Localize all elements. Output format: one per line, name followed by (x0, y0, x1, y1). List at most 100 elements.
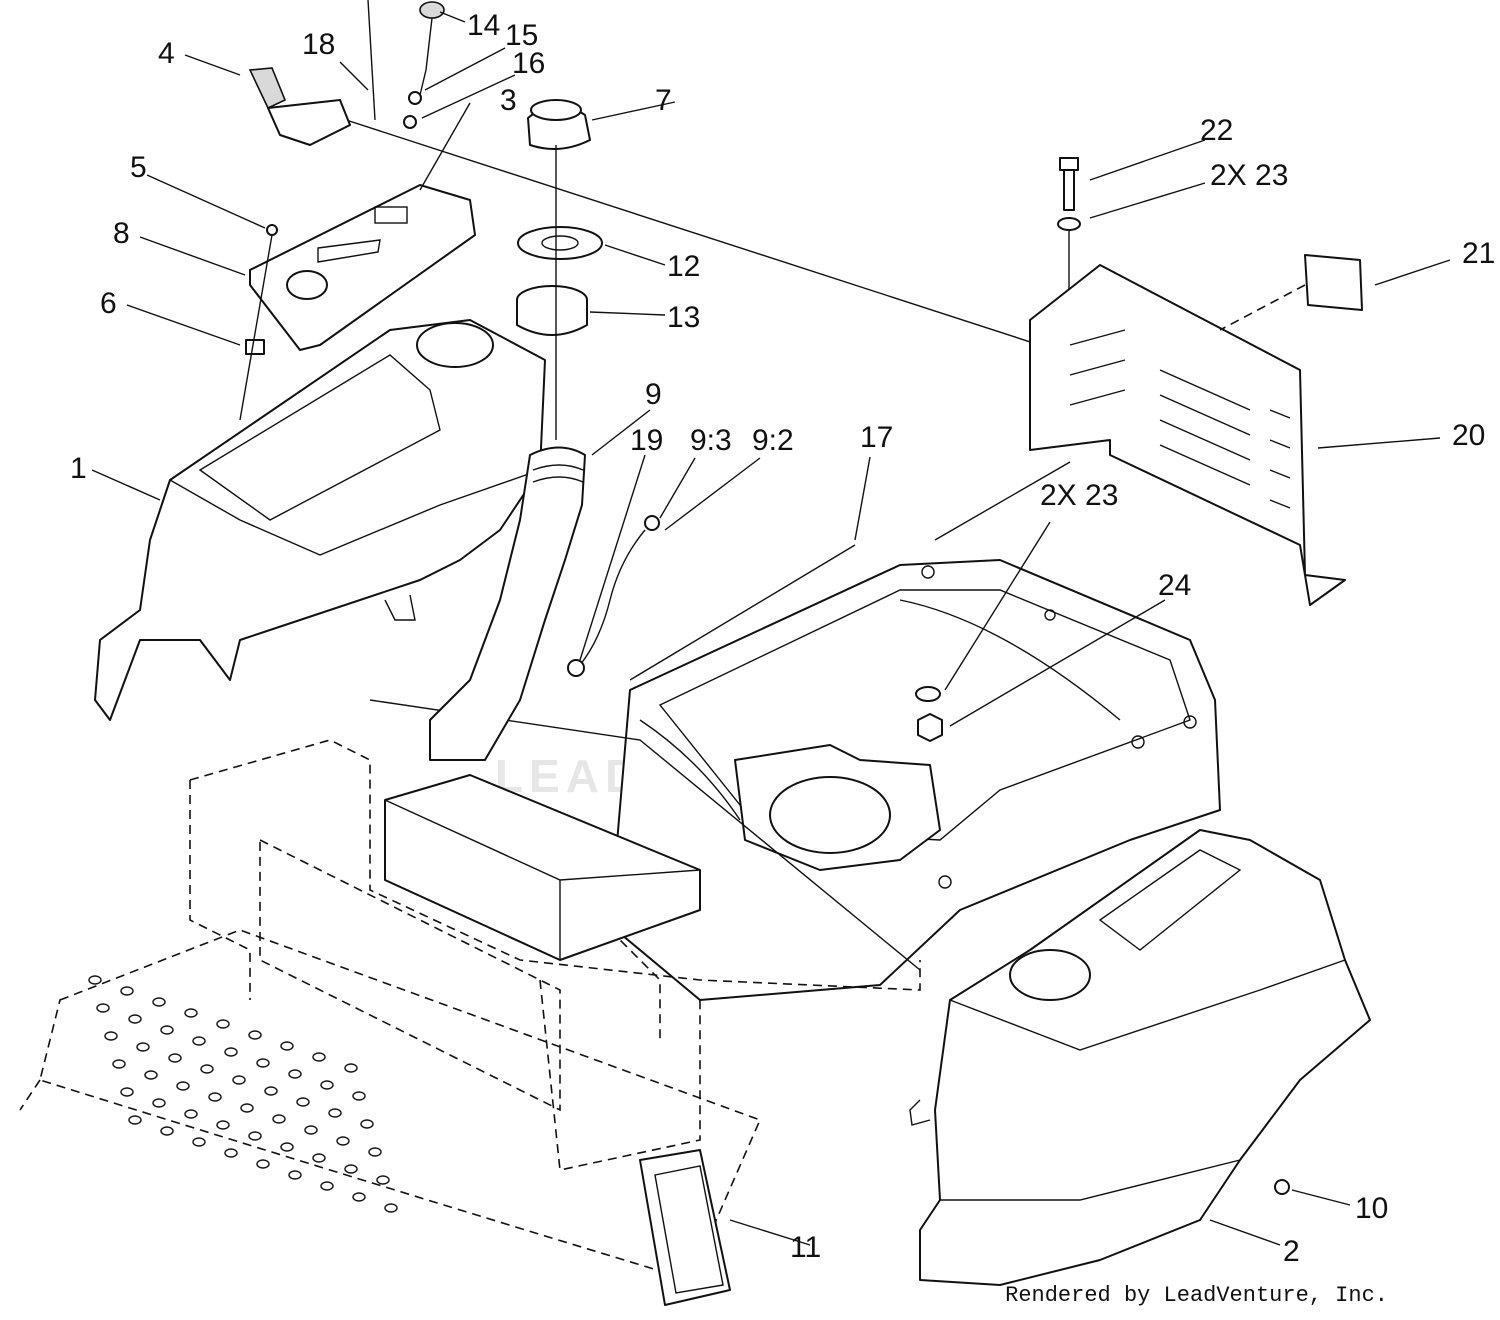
callout-20: 20 (1452, 419, 1485, 452)
floor-hole (288, 1170, 302, 1180)
floor-hole (128, 1014, 142, 1024)
floor-hole (320, 1181, 334, 1191)
floor-hole (352, 1091, 366, 1101)
floor-hole (120, 1087, 134, 1097)
callout-15: 15 (505, 19, 538, 52)
part-9-fuel-tube (429, 446, 586, 761)
floor-hole (352, 1192, 366, 1202)
floor-hole (376, 1175, 390, 1185)
callout-22: 22 (1200, 114, 1233, 147)
floor-hole (312, 1052, 326, 1062)
floor-hole (248, 1030, 262, 1040)
part-12-gasket (517, 226, 603, 260)
callout-2x-23-mid: 2X 23 (1040, 479, 1118, 512)
floor-hole (304, 1125, 318, 1135)
callout-12: 12 (667, 250, 700, 283)
floor-pan (19, 929, 762, 1281)
floor-hole (136, 1042, 150, 1052)
floor-hole (256, 1058, 270, 1068)
floor-hole (88, 975, 102, 985)
floor-hole (168, 1053, 182, 1063)
floor-hole (184, 1109, 198, 1119)
part-6-clip (245, 339, 265, 355)
leader-lines (91, 11, 1451, 1246)
part-10-screw (1274, 1179, 1290, 1195)
part-11-pedal-pad (639, 1149, 731, 1306)
part-4-lever (248, 67, 351, 146)
floor-hole (344, 1164, 358, 1174)
floor-hole (200, 1064, 214, 1074)
render-credit: Rendered by LeadVenture, Inc. (1005, 1283, 1388, 1308)
callout-6: 6 (100, 287, 117, 320)
callout-5: 5 (130, 151, 147, 184)
floor-hole (160, 1025, 174, 1035)
floor-hole (256, 1159, 270, 1169)
callout-2x-23-top: 2X 23 (1210, 159, 1288, 192)
callout-9-2: 9:2 (752, 424, 794, 457)
floor-hole (368, 1147, 382, 1157)
floor-hole (288, 1069, 302, 1079)
part-14-knob (403, 1, 445, 129)
part-5-screw (266, 224, 278, 236)
part-9-3-hose (567, 515, 660, 677)
callout-19: 19 (630, 424, 663, 457)
floor-hole (128, 1115, 142, 1125)
floor-hole (296, 1097, 310, 1107)
floor-hole (248, 1131, 262, 1141)
floor-hole (312, 1153, 326, 1163)
floor-hole (112, 1059, 126, 1069)
floor-hole (264, 1086, 278, 1096)
floor-holes (88, 975, 398, 1213)
floor-hole (384, 1203, 398, 1213)
callout-21: 21 (1462, 237, 1495, 270)
floor-hole (216, 1120, 230, 1130)
floor-hole (152, 997, 166, 1007)
callout-3: 3 (500, 84, 517, 117)
floor-hole (240, 1103, 254, 1113)
floor-hole (224, 1047, 238, 1057)
callout-9: 9 (645, 378, 662, 411)
floor-hole (120, 986, 134, 996)
callout-7: 7 (655, 84, 672, 117)
part-23-washer-top (1057, 217, 1081, 231)
floor-hole (328, 1108, 342, 1118)
floor-hole (144, 1070, 158, 1080)
part-24-nut (917, 713, 943, 742)
part-13-bushing (516, 285, 588, 336)
part-20-shield (1029, 264, 1346, 606)
part-7-fuel-cap (527, 99, 591, 150)
callout-24: 24 (1158, 569, 1191, 602)
callout-8: 8 (113, 217, 130, 250)
part-2-right-fender (909, 829, 1371, 1286)
floor-hole (320, 1080, 334, 1090)
callout-18: 18 (302, 28, 335, 61)
floor-hole (224, 1148, 238, 1158)
callout-16: 16 (512, 47, 545, 80)
floor-hole (96, 1003, 110, 1013)
part-18-rod (367, 0, 376, 121)
floor-hole (344, 1063, 358, 1073)
part-21-decal (1304, 254, 1363, 311)
part-8-control-panel (249, 184, 476, 351)
callout-9-3: 9:3 (690, 424, 732, 457)
floor-hole (272, 1114, 286, 1124)
callout-14: 14 (467, 9, 500, 42)
floor-hole (192, 1137, 206, 1147)
part-23-washer-bottom (915, 686, 941, 702)
chassis-frame (609, 559, 1221, 1001)
floor-hole (208, 1092, 222, 1102)
callout-4: 4 (158, 37, 175, 70)
floor-hole (232, 1075, 246, 1085)
part-17-rod (629, 544, 856, 681)
callout-2: 2 (1283, 1235, 1300, 1268)
callout-11: 11 (790, 1231, 821, 1264)
callout-17: 17 (860, 421, 893, 454)
part-22-bolt (1059, 157, 1079, 211)
floor-hole (360, 1119, 374, 1129)
callout-labels: 1 2 3 4 5 6 7 8 9 9:3 9:2 10 11 12 13 14… (70, 9, 1495, 1268)
floor-hole (184, 1008, 198, 1018)
floor-hole (192, 1036, 206, 1046)
battery-tray (384, 774, 701, 961)
callout-1: 1 (70, 452, 87, 485)
